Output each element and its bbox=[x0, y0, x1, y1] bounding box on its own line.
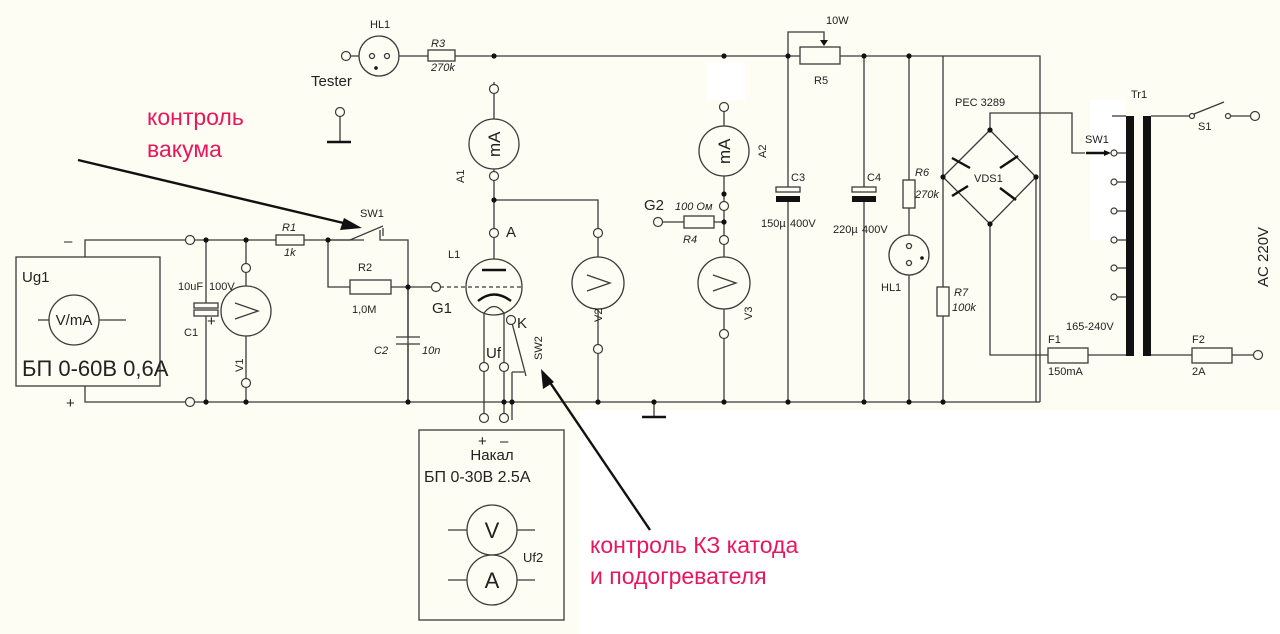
c2-label: C2 bbox=[374, 345, 388, 357]
r5-power: 10W bbox=[826, 15, 849, 27]
c4-value: 220µ bbox=[833, 224, 858, 236]
v2-label: V2 bbox=[593, 309, 605, 322]
r7-value: 100k bbox=[952, 302, 976, 314]
sw1-vac-label: SW1 bbox=[360, 208, 384, 220]
grid-meter-label: V/mA bbox=[56, 312, 93, 329]
c1-label: C1 bbox=[184, 327, 198, 339]
c1-plus: + bbox=[207, 313, 216, 330]
c2-value: 10n bbox=[422, 345, 440, 357]
s1-label: S1 bbox=[1198, 121, 1211, 133]
c1-value: 10uF bbox=[178, 281, 203, 293]
short-annotation-line2: и подогревателя bbox=[590, 563, 767, 589]
r2-label: R2 bbox=[358, 262, 372, 274]
r3-value: 270k bbox=[430, 62, 455, 74]
a1-unit: mA bbox=[485, 131, 504, 157]
r6-resistor bbox=[902, 179, 916, 209]
vds1-label: VDS1 bbox=[974, 173, 1003, 185]
bridge-part-label: PEC 3289 bbox=[955, 97, 1005, 109]
r4-value: 100 Ом bbox=[675, 201, 713, 213]
c3-label: C3 bbox=[791, 172, 805, 184]
c4-label: C4 bbox=[867, 172, 881, 184]
sw1-tap-label: SW1 bbox=[1085, 134, 1109, 146]
f2-value: 2A bbox=[1192, 366, 1206, 378]
r6-value: 270k bbox=[914, 189, 939, 201]
r7-resistor bbox=[936, 286, 950, 317]
junctions bbox=[203, 53, 1039, 405]
terminals bbox=[184, 50, 1264, 424]
r6-label: R6 bbox=[915, 167, 930, 179]
grid-plus-label: + bbox=[66, 395, 75, 412]
background-patch bbox=[580, 410, 1280, 634]
f1-fuse bbox=[1047, 347, 1089, 364]
heater-meter-a-label: A bbox=[485, 568, 500, 593]
v3-voltmeter-icon bbox=[697, 256, 751, 310]
sw2-label: SW2 bbox=[533, 336, 545, 360]
mains-label: AC 220V bbox=[1255, 227, 1272, 287]
tr1-label: Tr1 bbox=[1131, 89, 1147, 101]
uf-label: Uf bbox=[486, 345, 502, 362]
hl1-indicator-label: HL1 bbox=[881, 282, 901, 294]
tube-l1 bbox=[440, 200, 523, 420]
tap-range-label: 165-240V bbox=[1066, 321, 1114, 333]
grid-supply-block: V/mA Ug1 БП 0-60В 0,6А – + bbox=[15, 233, 190, 412]
r5-label: R5 bbox=[814, 75, 828, 87]
a2-ammeter-icon bbox=[698, 125, 750, 177]
v2-voltmeter-icon bbox=[571, 256, 625, 310]
heater-label: Uf2 bbox=[523, 550, 543, 565]
heater-spec: БП 0-30В 2.5А bbox=[424, 469, 531, 486]
short-arrow bbox=[546, 377, 651, 531]
r5-potentiometer bbox=[799, 46, 841, 65]
tester-lamp-icon bbox=[358, 35, 400, 77]
a1-label: A1 bbox=[455, 170, 467, 183]
vacuum-annotation-line2: вакума bbox=[147, 136, 222, 162]
v3-label: V3 bbox=[743, 307, 755, 320]
r1-label: R1 bbox=[282, 222, 296, 234]
r1-value: 1k bbox=[284, 247, 296, 259]
r2-value: 1,0M bbox=[352, 304, 376, 316]
heater-minus-label: – bbox=[500, 433, 509, 450]
c1-voltage: 100V bbox=[209, 281, 235, 293]
short-annotation-line1: контроль КЗ катода bbox=[590, 532, 798, 558]
a1-ammeter-icon bbox=[468, 118, 520, 170]
f2-fuse bbox=[1191, 347, 1233, 364]
c3-voltage: 400V bbox=[790, 218, 816, 230]
c3-value: 150µ bbox=[761, 218, 786, 230]
vacuum-annotation-line1: контроль bbox=[147, 104, 244, 130]
grid-supply-spec: БП 0-60В 0,6А bbox=[22, 356, 169, 381]
r7-label: R7 bbox=[954, 287, 969, 299]
f1-value: 150mA bbox=[1048, 366, 1084, 378]
cathode-label: K bbox=[517, 315, 527, 332]
f1-label: F1 bbox=[1048, 334, 1061, 346]
vacuum-switch bbox=[328, 225, 384, 241]
r1-resistor bbox=[275, 234, 305, 246]
l1-label: L1 bbox=[448, 249, 460, 261]
transformer-core-primary bbox=[1126, 116, 1134, 356]
transformer-core-secondary bbox=[1143, 116, 1151, 356]
v1-voltmeter-icon bbox=[220, 285, 272, 337]
indicator-lamp-icon bbox=[888, 234, 930, 276]
v1-label: V1 bbox=[234, 359, 246, 372]
g2-label: G2 bbox=[644, 197, 664, 214]
f2-label: F2 bbox=[1192, 334, 1205, 346]
c4-voltage: 400V bbox=[862, 224, 888, 236]
a2-unit: mA bbox=[715, 138, 734, 164]
r4-resistor bbox=[683, 215, 715, 229]
grid-supply-label: Ug1 bbox=[22, 269, 50, 286]
g1-label: G1 bbox=[432, 300, 452, 317]
hl1-tester-label: HL1 bbox=[370, 19, 390, 31]
heater-title: Накал bbox=[470, 447, 513, 464]
a2-label: A2 bbox=[757, 145, 769, 158]
heater-plus-label: + bbox=[478, 433, 487, 450]
heater-supply-block bbox=[418, 429, 565, 621]
tester-label: Tester bbox=[311, 73, 352, 90]
heater-meter-v-label: V bbox=[485, 518, 500, 543]
r3-label: R3 bbox=[431, 38, 446, 50]
vacuum-arrow bbox=[77, 158, 353, 227]
r2-resistor bbox=[349, 279, 392, 295]
r4-label: R4 bbox=[683, 234, 697, 246]
grid-minus-label: – bbox=[64, 233, 73, 250]
anode-label: A bbox=[506, 224, 516, 241]
r3-resistor bbox=[427, 49, 456, 62]
